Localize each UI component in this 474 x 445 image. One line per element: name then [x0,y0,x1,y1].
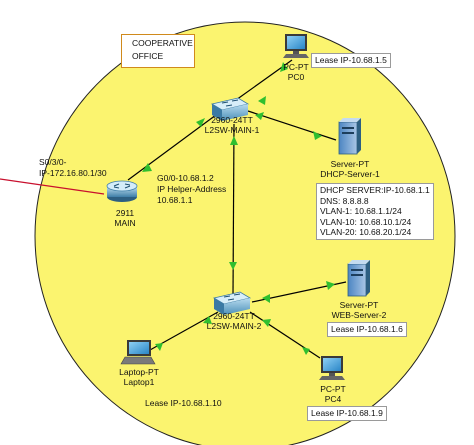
dhcp-config-line: VLAN-10: 10.68.10.1/24 [320,216,412,227]
router-helper-label: IP Helper-Address [157,184,227,194]
pc4-lease-box: Lease IP-10.68.1.9 [307,406,387,421]
switch2-name: L2SW-MAIN-2 [206,321,262,331]
web-server-lease-box: Lease IP-10.68.1.6 [327,322,407,337]
dhcp-server-type: Server-PT [330,159,370,169]
pc0-type: PC-PT [283,62,309,72]
office-label-box: COOPERATIVE OFFICE [121,34,195,68]
web-server-name: WEB-Server-2 [331,310,387,320]
laptop-type: Laptop-PT [119,367,159,377]
dhcp-config-line: VLAN-1: 10.68.1.1/24 [320,206,402,216]
switch-icon[interactable] [210,97,250,121]
pc0-lease-box: Lease IP-10.68.1.5 [311,53,391,68]
dhcp-server-name: DHCP-Server-1 [320,169,380,179]
dhcp-config-box: DHCP SERVER:IP-10.68.1.1 DNS: 8.8.8.8 VL… [316,183,434,240]
pc4-type: PC-PT [320,384,346,394]
dhcp-config-line: VLAN-20: 10.68.20.1/24 [320,227,412,237]
laptop-name: Laptop1 [123,377,155,387]
link-switch1-dhcp-server [247,110,337,141]
router-lan-interface-ip: G0/0-10.68.1.2 [157,173,214,183]
switch1-name: L2SW-MAIN-1 [204,125,260,135]
switch-icon[interactable] [212,291,252,315]
pc4-name: PC4 [324,394,342,404]
switch2-model: 2960-24TT [213,311,255,321]
laptop-icon[interactable] [120,340,156,365]
router-wan-ip: IP-172.16.80.1/30 [39,168,107,178]
office-label-line2: OFFICE [132,51,164,61]
pc0-name: PC0 [287,72,305,82]
dhcp-config-line: DHCP SERVER:IP-10.68.1.1 [320,185,430,195]
router-wan-interface: S0/3/0- [39,157,67,167]
server-tower-icon[interactable] [347,260,370,297]
router-model: 2911 [115,208,135,218]
router-helper-ip: 10.68.1.1 [157,195,193,205]
router-name: MAIN [114,218,136,228]
desktop-pc-icon[interactable] [283,34,309,58]
web-server-type: Server-PT [339,300,379,310]
server-tower-icon[interactable] [338,118,361,155]
switch1-model: 2960-24TT [211,115,253,125]
office-label-line1: COOPERATIVE [132,38,193,48]
router-icon[interactable] [106,180,138,202]
laptop-lease: Lease IP-10.68.1.10 [145,398,222,408]
link-status-arrows [142,62,335,355]
desktop-pc-icon[interactable] [319,356,345,380]
dhcp-config-line: DNS: 8.8.8.8 [320,195,369,206]
wan-serial-link [0,178,105,195]
link-router-switch1 [127,111,221,181]
